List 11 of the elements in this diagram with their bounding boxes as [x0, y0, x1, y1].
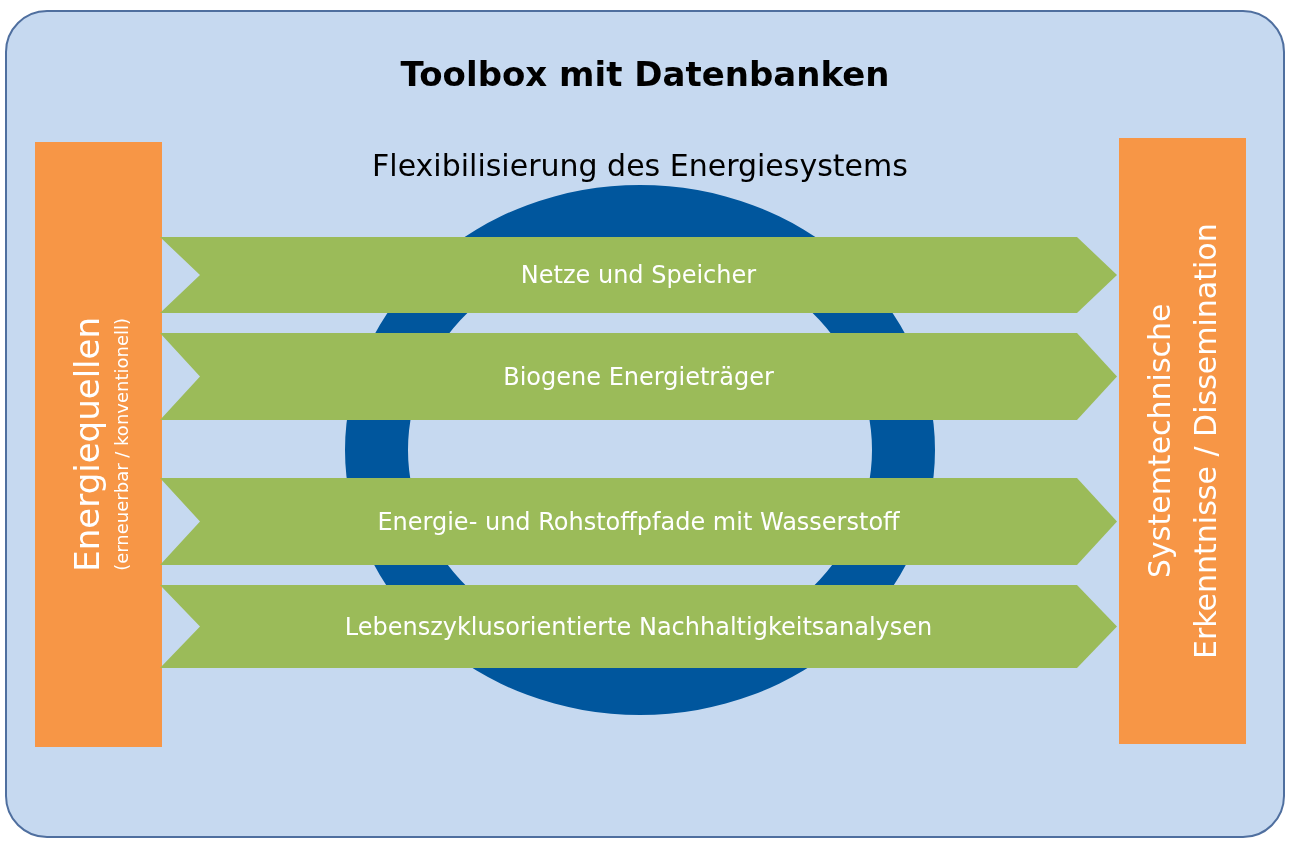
- edge-label: Lebenszyklusorientierte Nachhaltigkeitsanalysen: [343, 612, 934, 641]
- edge-label: Biogene Energieträger: [502, 362, 775, 391]
- side-bar: [1119, 138, 1246, 744]
- heading: Toolbox mit Datenbanken: [399, 54, 891, 94]
- bar-sublabel: (erneuerbar / konventionell): [109, 318, 133, 571]
- edge-label: Energie- und Rohstoffpfade mit Wasserstoff: [376, 507, 901, 536]
- edge-label: Netze und Speicher: [519, 261, 758, 289]
- bar-label: Systemtechnische Erkenntnisse / Dissemination: [1140, 222, 1224, 661]
- subheading: Flexibilisierung des Energiesystems: [371, 148, 909, 183]
- side-bar: [35, 142, 162, 747]
- bar-label: Energiequellen: [65, 317, 108, 572]
